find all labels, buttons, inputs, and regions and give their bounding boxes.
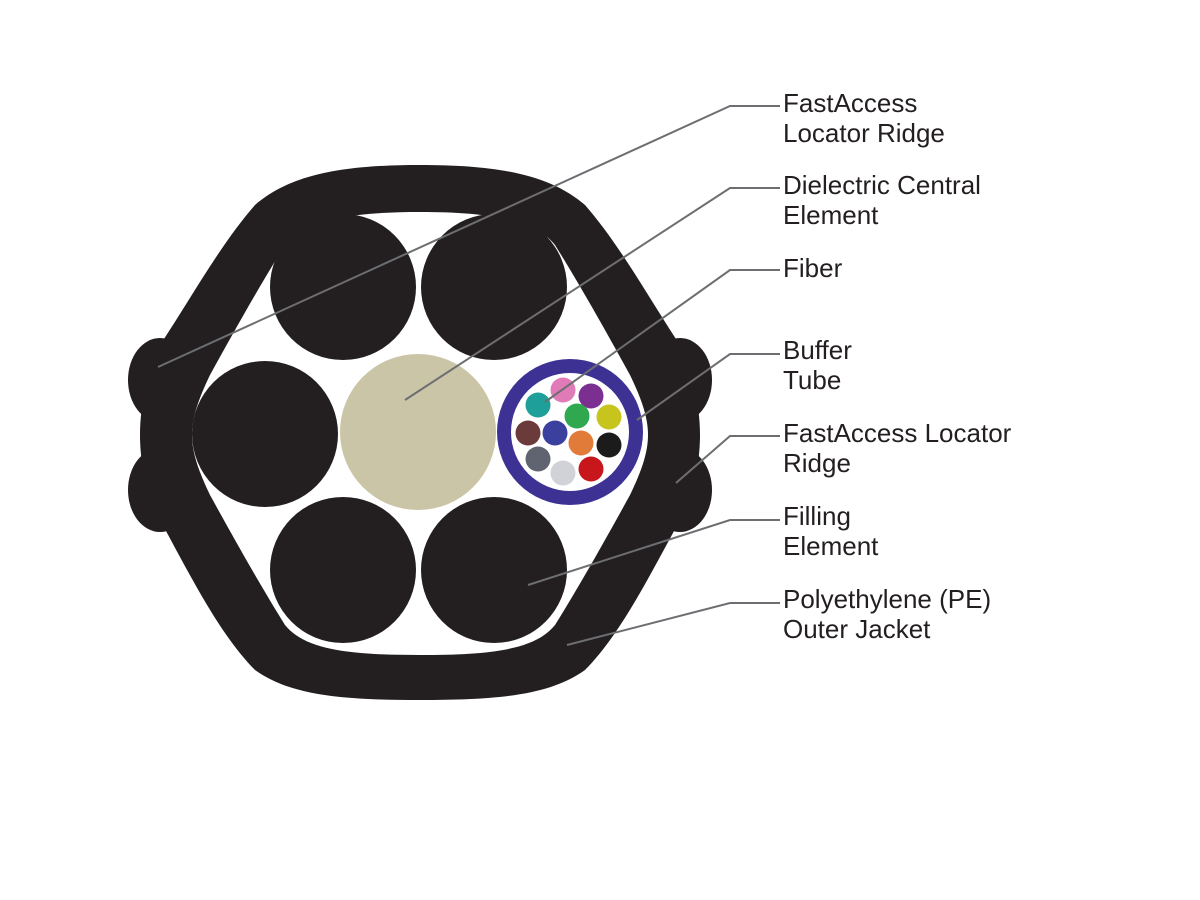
fiber-yellow bbox=[596, 404, 622, 430]
label-line: Dielectric Central bbox=[783, 170, 981, 200]
label-line: Polyethylene (PE) bbox=[783, 584, 991, 614]
fiber-slate bbox=[525, 446, 551, 472]
label-line: Fiber bbox=[783, 253, 843, 283]
leader-line-outer-jacket bbox=[566, 602, 780, 646]
filling-element bbox=[192, 361, 338, 507]
locator-ridge-left-lower bbox=[128, 448, 192, 532]
locator-ridge-right-upper bbox=[648, 338, 712, 422]
leader-line-locator-ridge-top bbox=[157, 105, 780, 368]
label-line: Element bbox=[783, 531, 879, 561]
label-line: Buffer bbox=[783, 335, 852, 365]
label-buffer-tube: Buffer Tube bbox=[783, 335, 859, 395]
fiber-blue bbox=[542, 420, 568, 446]
label-line: Filling bbox=[783, 501, 851, 531]
fiber-red bbox=[578, 456, 604, 482]
label-line: Locator Ridge bbox=[783, 118, 945, 148]
filling-elements bbox=[192, 214, 567, 643]
callout-labels: FastAccess Locator Ridge Dielectric Cent… bbox=[783, 88, 1019, 644]
label-line: FastAccess bbox=[783, 88, 917, 118]
leader-line-buffer-tube bbox=[636, 353, 780, 421]
label-central-element: Dielectric Central Element bbox=[783, 170, 988, 230]
fiber-black bbox=[596, 432, 622, 458]
label-locator-ridge-right: FastAccess Locator Ridge bbox=[783, 418, 1019, 478]
label-fiber: Fiber bbox=[783, 253, 843, 283]
filling-element bbox=[270, 214, 416, 360]
locator-ridge-left-upper bbox=[128, 338, 192, 422]
filling-element bbox=[270, 497, 416, 643]
fiber-green bbox=[564, 403, 590, 429]
filling-element bbox=[421, 497, 567, 643]
fiber-orange bbox=[568, 430, 594, 456]
fiber-violet bbox=[578, 383, 604, 409]
label-outer-jacket: Polyethylene (PE) Outer Jacket bbox=[783, 584, 998, 644]
fiber-brown bbox=[515, 420, 541, 446]
leader-line-locator-ridge-right bbox=[675, 435, 780, 484]
filling-element bbox=[421, 214, 567, 360]
dielectric-central-element bbox=[340, 354, 496, 510]
buffer-tube bbox=[497, 359, 643, 505]
label-line: Ridge bbox=[783, 448, 851, 478]
locator-ridge-right-lower bbox=[648, 448, 712, 532]
leader-line-central-element bbox=[404, 187, 780, 401]
fiber-aqua bbox=[525, 392, 551, 418]
leader-lines bbox=[157, 105, 780, 646]
label-line: Outer Jacket bbox=[783, 614, 931, 644]
leader-line-fiber bbox=[544, 269, 780, 403]
label-line: FastAccess Locator bbox=[783, 418, 1012, 448]
label-filling-element: Filling Element bbox=[783, 501, 879, 561]
label-locator-ridge-top: FastAccess Locator Ridge bbox=[783, 88, 945, 148]
leader-line-filling-element bbox=[527, 519, 780, 586]
label-line: Element bbox=[783, 200, 879, 230]
label-line: Tube bbox=[783, 365, 841, 395]
fiber-white bbox=[550, 460, 576, 486]
